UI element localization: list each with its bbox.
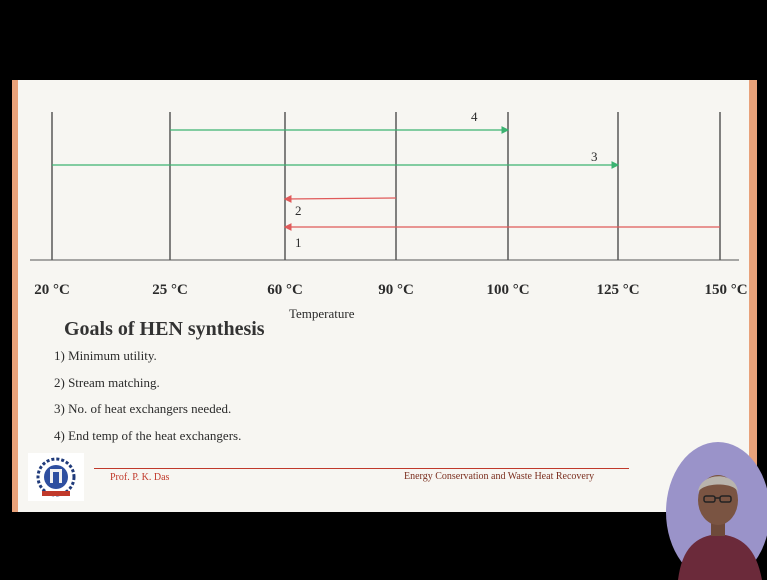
goal-item: 4) End temp of the heat exchangers. — [54, 427, 242, 443]
lecture-slide: 4 3 2 1 20 °C 25 °C 60 °C 90 °C 100 °C 1… — [12, 80, 757, 512]
footer-course-title: Energy Conservation and Waste Heat Recov… — [404, 471, 595, 482]
tick-label-20: 20 °C — [34, 282, 70, 298]
tick-label-25: 25 °C — [152, 282, 188, 298]
video-top-bar — [0, 0, 767, 80]
slide-right-border — [749, 80, 757, 512]
stream-2-arrow — [283, 195, 397, 203]
stream-label-4: 4 — [471, 109, 478, 124]
tick-label-90: 90 °C — [378, 282, 414, 298]
stream-label-1: 1 — [295, 235, 302, 250]
video-bottom-bar — [0, 512, 767, 580]
stream-label-3: 3 — [591, 149, 598, 164]
institute-logo-icon — [28, 453, 84, 501]
tick-label-125: 125 °C — [596, 282, 640, 298]
footer-divider — [94, 468, 629, 469]
goal-item: 1) Minimum utility. — [54, 348, 157, 363]
tick-label-100: 100 °C — [486, 282, 530, 298]
goal-item: 3) No. of heat exchangers needed. — [54, 401, 232, 416]
temperature-interval-diagram — [30, 112, 739, 261]
goal-item: 2) Stream matching. — [54, 374, 160, 390]
slide-left-border — [12, 80, 18, 512]
presenter-webcam-image — [666, 442, 767, 580]
tick-label-60: 60 °C — [267, 282, 303, 298]
axis-title: Temperature — [289, 306, 355, 321]
goals-title: Goals of HEN synthesis — [64, 318, 265, 340]
goals-list: 1) Minimum utility. 2) Stream matching. … — [54, 345, 241, 451]
stream-label-2: 2 — [295, 203, 302, 218]
footer-author: Prof. P. K. Das — [110, 472, 170, 483]
tick-label-150: 150 °C — [704, 282, 748, 298]
